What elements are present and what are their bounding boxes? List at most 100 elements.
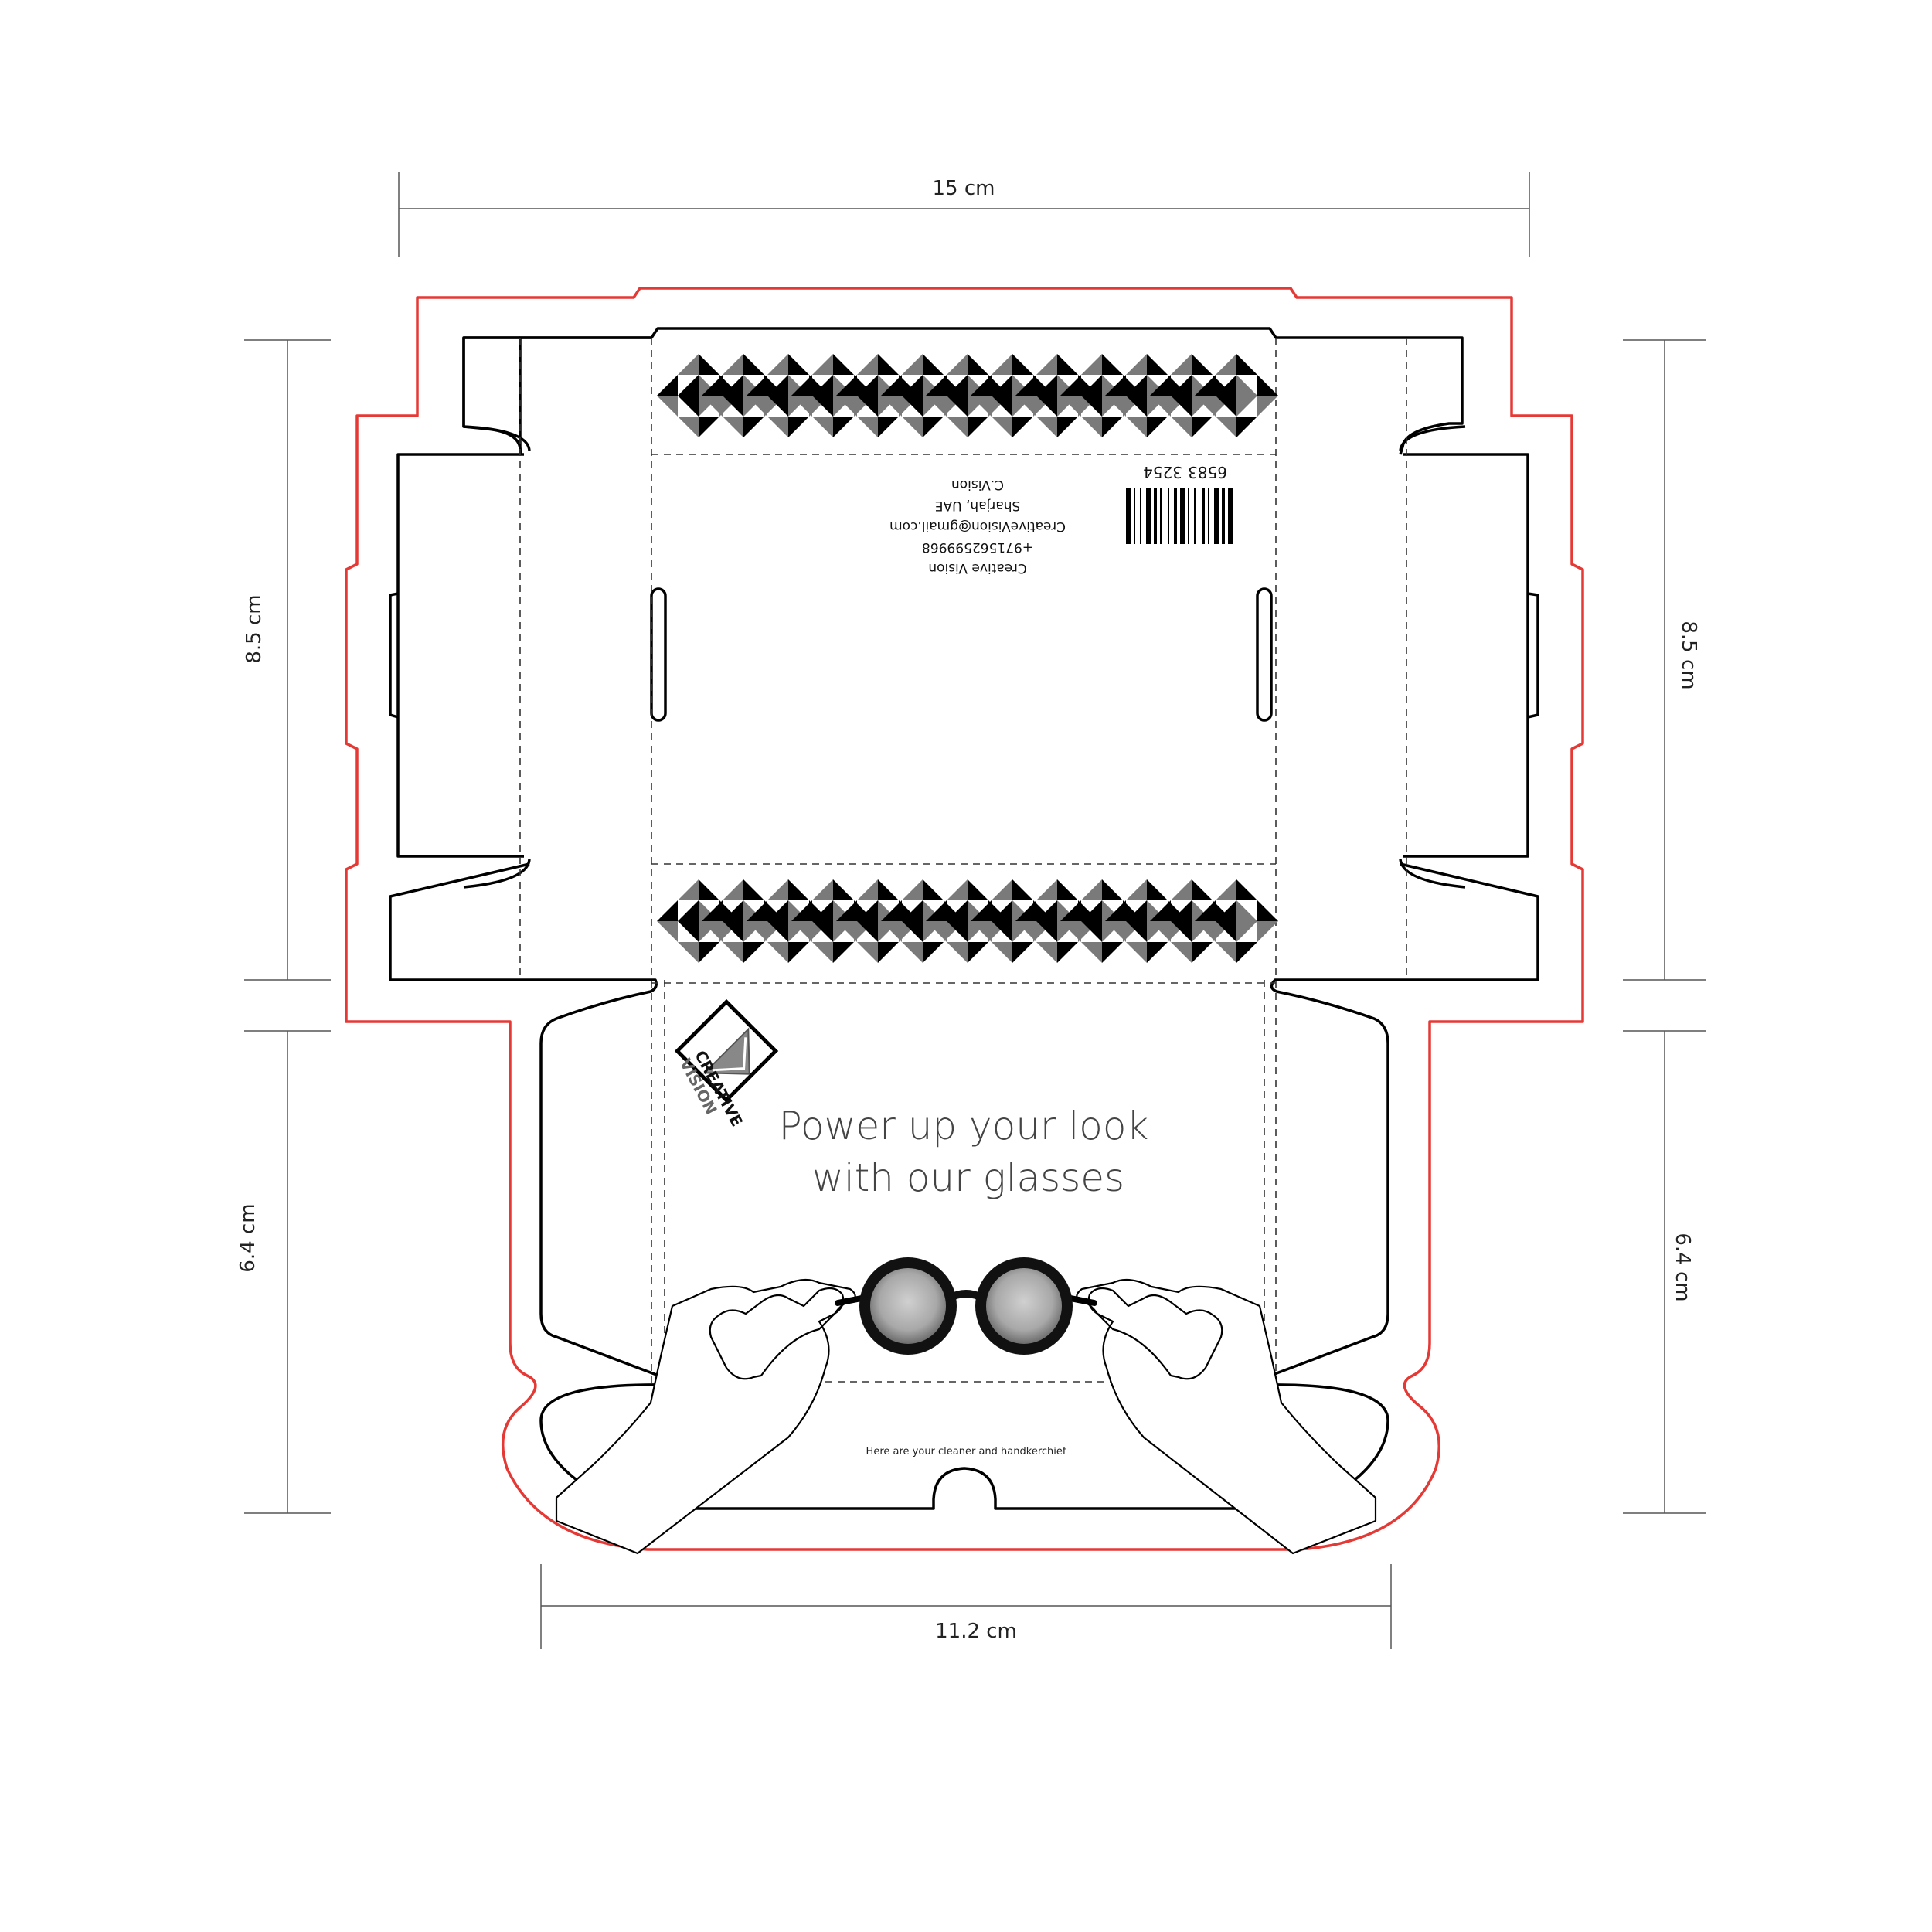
pattern-triangle	[723, 375, 743, 396]
barcode-bar	[1208, 488, 1209, 544]
pattern-triangle	[743, 879, 764, 900]
pattern-triangle	[657, 900, 678, 921]
pattern-triangle	[1195, 900, 1216, 921]
pattern-triangle	[1057, 354, 1078, 375]
pattern-triangle	[788, 942, 809, 963]
pattern-triangle	[1236, 942, 1257, 963]
pattern-triangle	[1126, 417, 1147, 437]
pattern-triangle	[743, 354, 764, 375]
pattern-triangle	[678, 900, 699, 921]
barcode-icon: 6583 3254	[1126, 463, 1233, 544]
pattern-triangle	[1015, 375, 1036, 396]
pattern-triangle	[857, 900, 878, 921]
pattern-triangle	[1216, 417, 1236, 437]
pattern-triangle	[902, 921, 923, 942]
pattern-triangle	[1036, 417, 1057, 437]
pattern-triangle	[791, 375, 812, 396]
dimension-right-lower: 6.4 cm	[1671, 1233, 1694, 1301]
pattern-triangle	[926, 900, 947, 921]
pattern-triangle	[767, 354, 788, 375]
pattern-triangle	[992, 417, 1012, 437]
fold-lines	[519, 338, 1407, 1385]
pattern-triangle	[1081, 879, 1102, 900]
pattern-triangle	[1081, 942, 1102, 963]
pattern-triangle	[1195, 921, 1216, 942]
pattern-triangle	[1192, 879, 1213, 900]
pattern-triangle	[992, 942, 1012, 963]
pattern-triangle	[1105, 900, 1126, 921]
pattern-triangle	[723, 417, 743, 437]
pattern-triangle	[747, 900, 767, 921]
barcode-bar	[1154, 488, 1157, 544]
pattern-triangle	[836, 900, 857, 921]
pattern-triangle	[1105, 921, 1126, 942]
pattern-triangle	[1126, 942, 1147, 963]
pattern-triangle	[1216, 900, 1236, 921]
pattern-triangle	[1147, 354, 1168, 375]
pattern-triangle	[1036, 396, 1057, 417]
pattern-triangle	[902, 942, 923, 963]
pattern-triangle	[1171, 921, 1192, 942]
pattern-triangle	[702, 900, 723, 921]
barcode-left-digits: 6583	[1188, 463, 1227, 481]
pattern-triangle	[1126, 879, 1147, 900]
pattern-triangle	[1192, 417, 1213, 437]
pattern-triangle	[857, 921, 878, 942]
pattern-triangle	[812, 921, 833, 942]
pattern-triangle	[1102, 417, 1123, 437]
pattern-triangle	[1102, 354, 1123, 375]
pattern-triangle	[812, 396, 833, 417]
glasses-icon	[835, 1257, 1097, 1355]
pattern-triangle	[968, 417, 988, 437]
pattern-triangle	[1126, 396, 1147, 417]
pattern-triangle	[1171, 900, 1192, 921]
pattern-triangle	[678, 354, 699, 375]
pattern-triangle	[791, 921, 812, 942]
address-name: Creative Vision	[928, 560, 1026, 576]
pattern-triangle	[857, 942, 878, 963]
pattern-triangle	[1126, 375, 1147, 396]
pattern-triangle	[1216, 879, 1236, 900]
pattern-triangle	[947, 417, 968, 437]
return-address: Creative Vision +971562599968 CreativeVi…	[889, 477, 1066, 576]
pattern-triangle	[833, 942, 854, 963]
pattern-triangle	[971, 396, 992, 417]
diamond-pattern-bottom	[657, 879, 1278, 963]
barcode-bar	[1222, 488, 1225, 544]
pattern-triangle	[723, 879, 743, 900]
pattern-triangle	[747, 396, 767, 417]
pattern-triangle	[947, 375, 968, 396]
address-email: CreativeVision@gmail.com	[889, 519, 1066, 534]
pattern-triangle	[1257, 921, 1278, 942]
pattern-triangle	[1012, 942, 1033, 963]
pattern-triangle	[699, 417, 719, 437]
pattern-triangle	[902, 375, 923, 396]
pattern-triangle	[812, 375, 833, 396]
pattern-triangle	[657, 375, 678, 396]
pattern-triangle	[678, 942, 699, 963]
barcode-bar	[1180, 488, 1185, 544]
pattern-triangle	[1171, 417, 1192, 437]
pattern-triangle	[992, 375, 1012, 396]
pattern-triangle	[767, 879, 788, 900]
pattern-triangle	[1236, 417, 1257, 437]
pattern-triangle	[992, 900, 1012, 921]
pattern-triangle	[1015, 921, 1036, 942]
pattern-triangle	[812, 417, 833, 437]
pattern-triangle	[702, 375, 723, 396]
right-hand	[1076, 1278, 1377, 1555]
pattern-triangle	[947, 879, 968, 900]
pattern-triangle	[1150, 375, 1171, 396]
pattern-triangle	[947, 354, 968, 375]
pattern-triangle	[747, 921, 767, 942]
pattern-triangle	[767, 921, 788, 942]
pattern-triangle	[1147, 942, 1168, 963]
pattern-triangle	[743, 942, 764, 963]
pattern-triangle	[1105, 375, 1126, 396]
left-hand	[555, 1278, 856, 1555]
pattern-triangle	[788, 417, 809, 437]
pattern-triangle	[678, 417, 699, 437]
dimension-top-width: 15 cm	[933, 177, 995, 200]
barcode-bar	[1214, 488, 1219, 544]
pattern-triangle	[902, 417, 923, 437]
